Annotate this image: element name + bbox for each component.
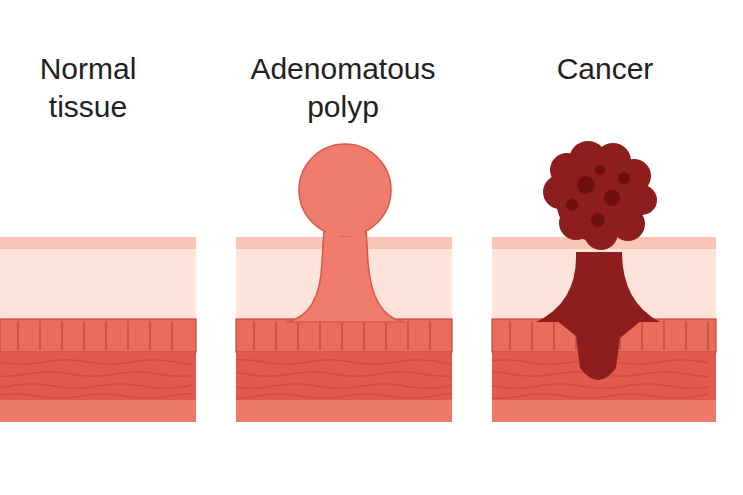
stage-label: Adenomatous polyp [218, 50, 468, 126]
stage-label: Normal tissue [13, 50, 163, 126]
adenomatous-polyp [286, 144, 404, 322]
tissue-section [492, 237, 716, 422]
tissue-section [0, 237, 196, 422]
cancer-growth [536, 141, 660, 380]
stage-label: Cancer [505, 50, 705, 88]
